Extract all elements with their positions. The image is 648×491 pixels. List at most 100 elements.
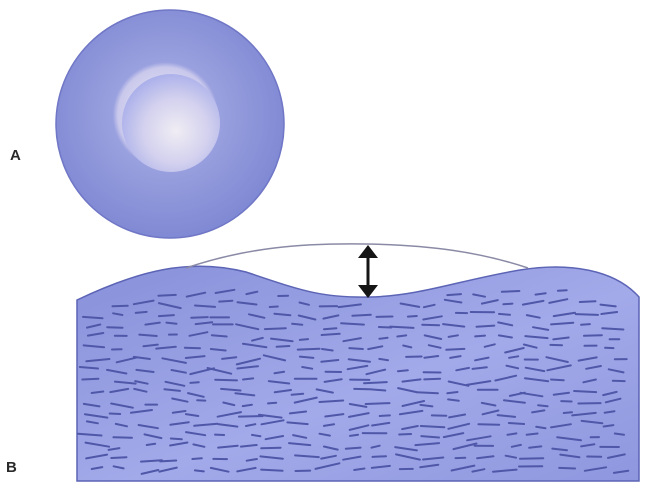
fiber-stroke [448, 399, 459, 400]
fiber-stroke [447, 294, 461, 295]
fiber-stroke [292, 394, 304, 395]
fiber-stroke [243, 378, 253, 379]
fiber-stroke [113, 306, 128, 307]
fiber-stroke [298, 349, 320, 350]
fiber-stroke [478, 424, 499, 425]
fiber-stroke [349, 348, 363, 349]
fiber-stroke [300, 339, 308, 340]
fiber-stroke [503, 304, 512, 305]
fiber-stroke [239, 416, 263, 417]
fiber-stroke [604, 425, 614, 426]
fiber-stroke [243, 405, 252, 406]
fiber-stroke [265, 328, 286, 329]
fiber-stroke [160, 461, 176, 462]
fiber-stroke [408, 316, 417, 317]
fiber-stroke [350, 435, 358, 436]
fiber-stroke [171, 439, 182, 440]
fiber-stroke [559, 468, 575, 469]
fiber-stroke [166, 323, 176, 324]
panel-label-b: B [6, 459, 17, 476]
fiber-stroke [538, 405, 548, 406]
inner-disc [122, 74, 220, 172]
fiber-stroke [159, 315, 174, 316]
fiber-stroke [195, 306, 215, 307]
fiber-stroke [477, 326, 495, 327]
fiber-stroke [219, 301, 232, 302]
fiber-stroke [370, 389, 386, 390]
fiber-stroke [584, 335, 602, 336]
original-surface-curve [186, 244, 528, 268]
fiber-stroke [261, 448, 280, 449]
fiber-stroke [398, 370, 408, 371]
panel-label-a: A [10, 147, 21, 164]
fiber-stroke [82, 379, 98, 380]
fiber-stroke [139, 335, 156, 336]
fiber-stroke [110, 414, 121, 415]
fiber-stroke [158, 295, 175, 296]
fiber-stroke [147, 444, 156, 445]
fiber-stroke [113, 437, 131, 438]
fiber-stroke [191, 317, 208, 318]
fiber-stroke [136, 312, 147, 313]
fiber-stroke [346, 448, 361, 449]
fiber-stroke [615, 434, 624, 435]
fiber-stroke [141, 460, 162, 461]
fiber-stroke [536, 293, 546, 294]
fiber-stroke [379, 359, 388, 360]
fiber-stroke [83, 317, 103, 318]
fiber-stroke [390, 327, 413, 328]
fiber-stroke [475, 336, 485, 337]
fiber-stroke [580, 301, 596, 302]
fiber-stroke [447, 392, 457, 393]
fiber-stroke [190, 382, 198, 383]
fiber-stroke [292, 324, 302, 325]
fiber-stroke [268, 403, 276, 404]
fiber-stroke [379, 338, 387, 339]
fiber-stroke [252, 435, 260, 436]
fiber-stroke [399, 434, 411, 435]
fiber-stroke [520, 458, 543, 459]
fiber-stroke [581, 324, 590, 325]
fiber-stroke [564, 412, 572, 413]
fiber-stroke [380, 415, 390, 416]
fiber-stroke [421, 426, 445, 427]
fiber-stroke [324, 328, 336, 329]
fiber-stroke [373, 456, 387, 457]
double-arrow-icon [358, 245, 378, 298]
fiber-stroke [602, 328, 623, 329]
fiber-stroke [277, 346, 290, 347]
fiber-stroke [300, 357, 314, 358]
fiber-stroke [576, 314, 598, 315]
fiber-stroke [107, 327, 122, 328]
fiber-stroke [261, 470, 283, 471]
fiber-stroke [366, 403, 390, 404]
fiber-stroke [322, 334, 340, 335]
fiber-stroke [215, 380, 237, 381]
fiber-stroke [364, 382, 387, 383]
fiber-stroke [195, 470, 204, 471]
fiber-stroke [270, 307, 278, 308]
fiber-stroke [192, 458, 201, 459]
fiber-stroke [509, 423, 524, 424]
fiber-stroke [424, 379, 440, 380]
panel-a-disc [56, 10, 284, 238]
fiber-stroke [536, 427, 545, 428]
fiber-stroke [499, 314, 510, 315]
fiber-stroke [508, 433, 517, 434]
panel-b-tissue [77, 244, 639, 481]
fiber-stroke [446, 349, 464, 350]
fiber-stroke [527, 434, 538, 435]
fiber-stroke [417, 392, 438, 393]
fiber-stroke [212, 335, 227, 336]
fiber-stroke [397, 335, 406, 336]
fiber-stroke [421, 436, 439, 437]
fiber-stroke [352, 315, 370, 316]
fiber-stroke [422, 325, 439, 326]
fiber-stroke [502, 291, 520, 292]
fiber-stroke [111, 457, 126, 458]
fiber-stroke [551, 380, 564, 381]
fiber-stroke [341, 323, 364, 324]
fiber-stroke [275, 372, 285, 373]
fiber-stroke [574, 391, 596, 392]
